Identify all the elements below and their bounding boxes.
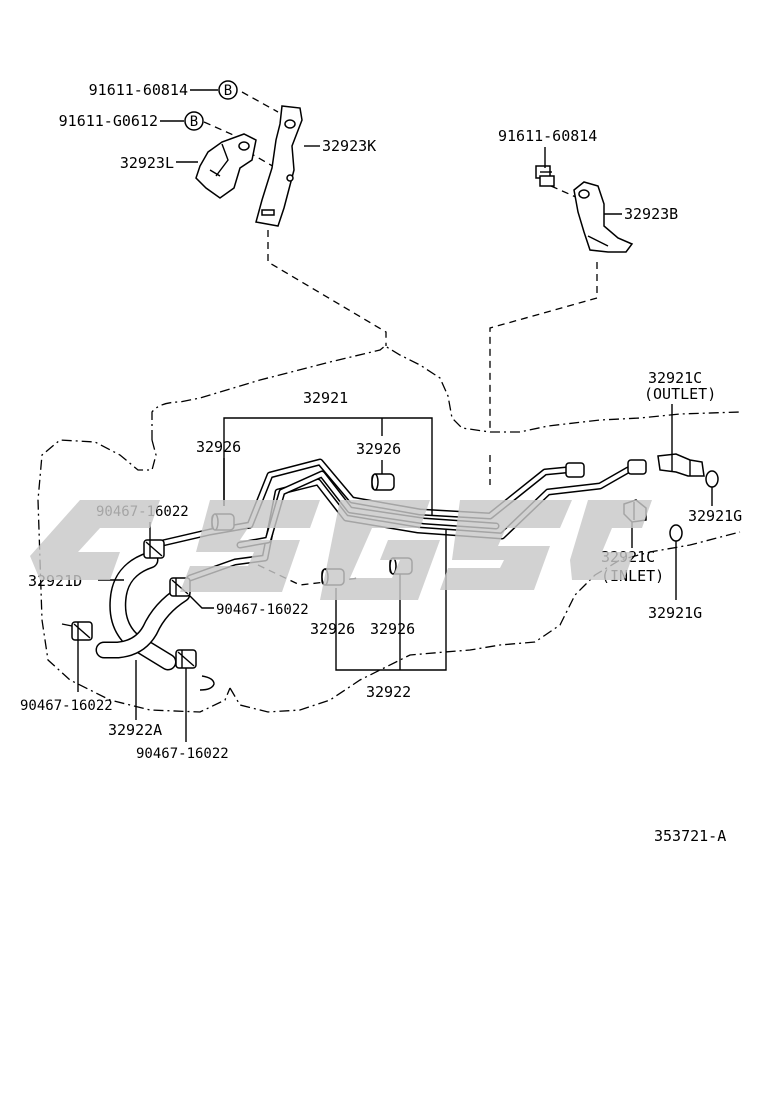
transmission-outline [37, 345, 741, 713]
bracket-32923b [573, 181, 634, 253]
hose-stub-lower [199, 675, 215, 691]
gasket-32921g-lower [669, 524, 683, 542]
label-bracket-32923b: 32923B [624, 205, 678, 223]
union-outlet-32921c [657, 453, 705, 477]
hose-32921d [109, 551, 177, 671]
callout-b-lower-text: B [190, 114, 198, 130]
clip-left [71, 621, 93, 641]
label-union-outlet-code: 32921C [648, 369, 702, 387]
grommet-32926-b [371, 473, 395, 491]
label-clip-left: 90467-16022 [20, 698, 113, 714]
label-tube-32921: 32921 [303, 389, 348, 407]
part-labels: 91611-60814 91611-G0612 32923L 32923K 91… [20, 81, 742, 845]
label-bracket-32923k: 32923K [322, 137, 376, 155]
clip-lower [175, 649, 197, 669]
label-bolt-91611-60814: 91611-60814 [89, 81, 188, 99]
diagram-reference-code: 353721-A [654, 827, 726, 845]
hose-32922a [95, 585, 191, 659]
bracket-32923l [195, 133, 257, 199]
watermark-logo [30, 500, 652, 600]
label-hose-32922a: 32922A [108, 721, 162, 739]
bolt-91611-60814-right [535, 165, 555, 187]
label-grommet-1: 32926 [196, 438, 241, 456]
label-bracket-32923l: 32923L [120, 154, 174, 172]
flare-nut-lower [627, 459, 647, 475]
label-gasket-upper: 32921G [688, 507, 742, 525]
label-bolt-91611-60814-right: 91611-60814 [498, 127, 597, 145]
label-clip-lower: 90467-16022 [136, 746, 229, 762]
label-grommet-4: 32926 [370, 620, 415, 638]
label-clip-middle: 90467-16022 [216, 602, 309, 618]
bracket-32923k [255, 105, 303, 227]
label-grommet-2: 32926 [356, 440, 401, 458]
flare-nut-upper [565, 462, 585, 478]
label-union-outlet-note: (OUTLET) [644, 385, 716, 403]
label-grommet-3: 32926 [310, 620, 355, 638]
label-leaders [77, 89, 713, 742]
gasket-32921g-upper [705, 470, 719, 488]
clip-upper [143, 539, 165, 559]
label-bolt-91611-g0612: 91611-G0612 [59, 112, 158, 130]
label-gasket-lower: 32921G [648, 604, 702, 622]
callout-b-upper: B [218, 80, 238, 100]
callout-b-lower: B [184, 111, 204, 131]
hose-stub-left [61, 623, 73, 627]
label-tube-32922: 32922 [366, 683, 411, 701]
callout-b-upper-text: B [224, 83, 232, 99]
